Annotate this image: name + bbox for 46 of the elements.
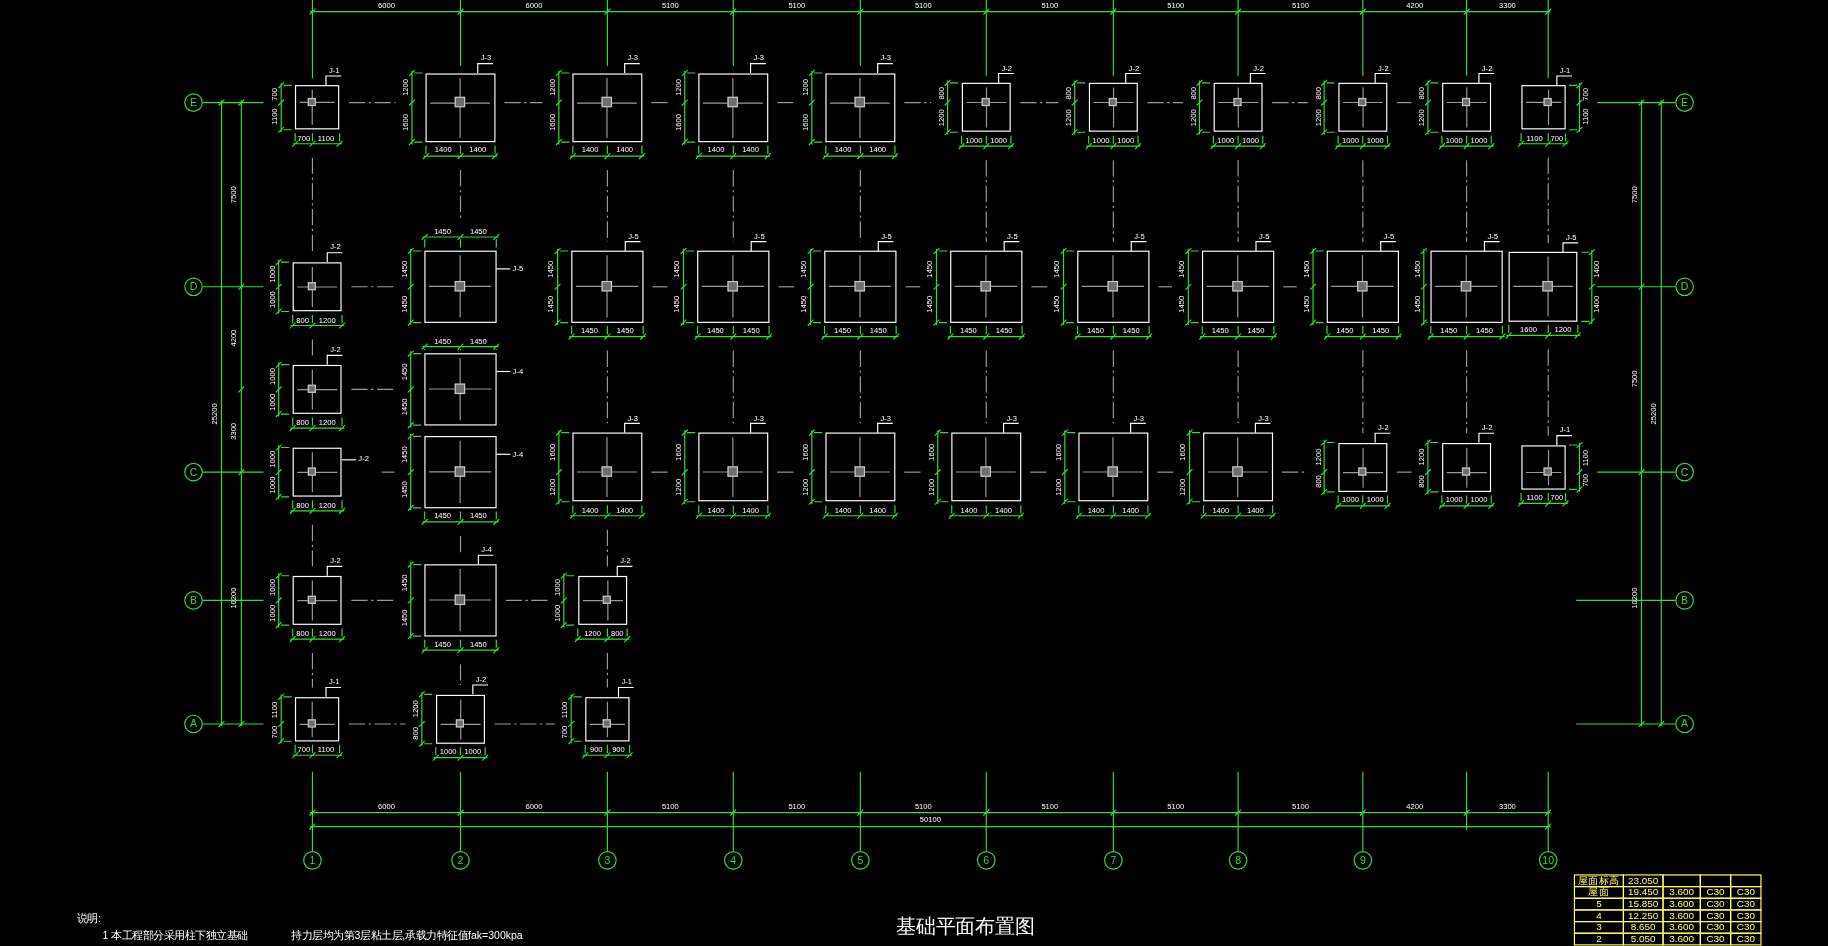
leader-line <box>1254 422 1272 434</box>
leader-line <box>1130 422 1147 434</box>
leader-line <box>1374 432 1391 444</box>
leader-line <box>326 252 343 263</box>
leader-line <box>1478 72 1495 84</box>
leader-line <box>341 459 357 461</box>
note-text: 持力层均为第3层粘土层,承载力特征值fak=300kpa <box>291 930 523 942</box>
leader-line <box>624 422 641 434</box>
leader-line <box>1125 72 1142 84</box>
leader-line <box>1556 435 1573 446</box>
leader-line <box>1002 422 1020 434</box>
leader-line <box>1130 241 1147 252</box>
leader-line <box>1483 241 1501 252</box>
drawing-title: 基础平面布置图 <box>895 916 1035 937</box>
leader-line <box>877 241 894 252</box>
leader-line <box>472 684 489 695</box>
leader-line <box>325 686 342 698</box>
note-heading: 说明: <box>76 913 101 924</box>
leader-line <box>624 241 642 252</box>
leader-line <box>1249 72 1267 84</box>
leader-line <box>877 422 894 434</box>
leader-line <box>326 354 343 366</box>
leader-line <box>877 63 894 74</box>
leader-line <box>326 565 343 577</box>
leader-line <box>1374 72 1391 84</box>
leader-line <box>998 72 1015 84</box>
leader-line <box>495 453 511 455</box>
leader-line <box>1003 241 1020 252</box>
leader-line <box>477 554 495 566</box>
leader-line <box>750 63 767 74</box>
leader-line <box>1255 241 1272 252</box>
leader-line <box>616 565 633 577</box>
leader-line <box>325 75 342 86</box>
leader-line <box>624 63 641 74</box>
leader-line <box>477 63 494 74</box>
leader-line <box>617 686 635 698</box>
leader-line <box>750 422 767 434</box>
leader-line <box>1562 242 1579 253</box>
leader-line <box>495 370 511 373</box>
leader-line <box>1478 432 1495 444</box>
table-cell: 3 <box>1573 921 1624 934</box>
leader-line <box>495 268 511 270</box>
leader-line <box>1556 75 1573 86</box>
note-text: 1 本工程部分采用柱下独立基础 <box>102 930 248 942</box>
leader-line <box>750 241 767 252</box>
leader-line <box>1380 241 1397 252</box>
